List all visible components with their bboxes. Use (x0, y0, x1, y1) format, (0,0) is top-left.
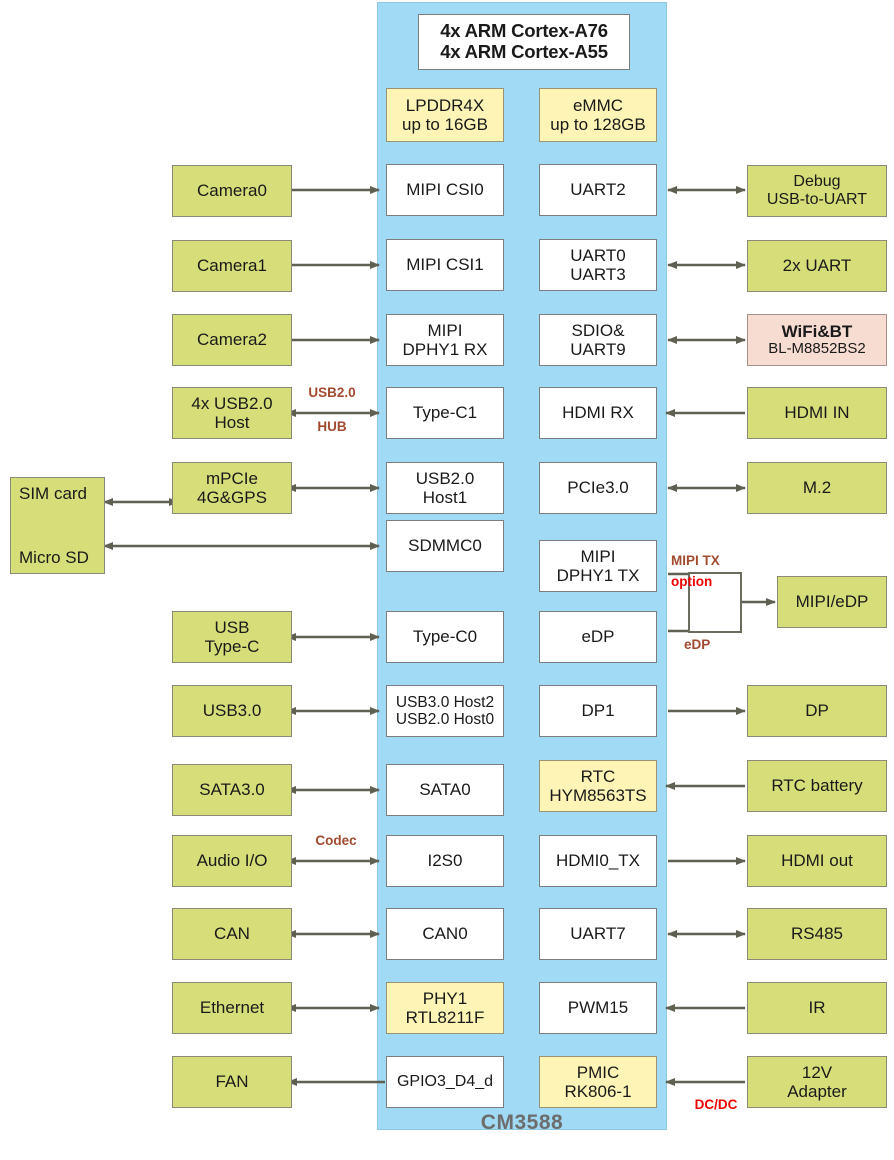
peripheral-audio-io: Audio I/O (172, 835, 292, 887)
peripheral-usb-type-c: USB Type-C (172, 611, 292, 663)
peripheral-4x-usb20-host: 4x USB2.0 Host (172, 387, 292, 439)
soc-if-hdmi0-tx: HDMI0_TX (539, 835, 657, 887)
soc-if-uart0-uart3: UART0 UART3 (539, 239, 657, 291)
peripheral-hdmi-out: HDMI out (747, 835, 887, 887)
soc-if-uart7: UART7 (539, 908, 657, 960)
peripheral-wifi-bt-part: BL-M8852BS2 (768, 340, 866, 358)
soc-if-dp1: DP1 (539, 685, 657, 737)
peripheral-rs485: RS485 (747, 908, 887, 960)
peripheral-sata30: SATA3.0 (172, 764, 292, 816)
peripheral-hdmi-in: HDMI IN (747, 387, 887, 439)
peripheral-sim-card-label: SIM card (19, 484, 88, 503)
soc-if-gpio3-d4-d: GPIO3_D4_d (386, 1056, 504, 1108)
soc-if-type-c0: Type-C0 (386, 611, 504, 663)
soc-if-pmic-rk806-1: PMIC RK806-1 (539, 1056, 657, 1108)
peripheral-mipi-edp: MIPI/eDP (777, 576, 887, 628)
soc-cpu-block: 4x ARM Cortex-A76 4x ARM Cortex-A55 (418, 14, 630, 70)
peripheral-mpcie-4g-gps: mPCIe 4G&GPS (172, 462, 292, 514)
soc-if-rtc-hym8563ts: RTC HYM8563TS (539, 760, 657, 812)
soc-if-mipi-dphy1-tx: MIPI DPHY1 TX (539, 540, 657, 592)
soc-memory-lpddr4x: LPDDR4X up to 16GB (386, 88, 504, 142)
soc-if-sdmmc0: SDMMC0 (386, 520, 504, 572)
peripheral-sim-microsd: SIM card Micro SD (10, 477, 105, 574)
annotation-option: option (671, 574, 713, 589)
annotation-mipi-tx: MIPI TX (671, 553, 720, 568)
soc-if-edp: eDP (539, 611, 657, 663)
peripheral-usb30: USB3.0 (172, 685, 292, 737)
peripheral-ethernet: Ethernet (172, 982, 292, 1034)
peripheral-rtc-battery: RTC battery (747, 760, 887, 812)
soc-title-cm3588: CM3588 (480, 1111, 564, 1134)
soc-if-usb30-host2: USB3.0 Host2 USB2.0 Host0 (386, 685, 504, 737)
soc-if-pwm15: PWM15 (539, 982, 657, 1034)
peripheral-fan: FAN (172, 1056, 292, 1108)
soc-if-hdmi-rx: HDMI RX (539, 387, 657, 439)
peripheral-m2: M.2 (747, 462, 887, 514)
peripheral-wifi-bt-title: WiFi&BT (781, 322, 853, 342)
peripheral-ir: IR (747, 982, 887, 1034)
peripheral-can: CAN (172, 908, 292, 960)
annotation-hub: HUB (317, 419, 347, 434)
peripheral-micro-sd-label: Micro SD (19, 547, 89, 567)
peripheral-camera2: Camera2 (172, 314, 292, 366)
annotation-dc-dc: DC/DC (694, 1097, 738, 1112)
annotation-codec: Codec (315, 833, 357, 848)
peripheral-debug-usb-to-uart: Debug USB-to-UART (747, 165, 887, 217)
mipi-edp-option-box (688, 572, 742, 633)
soc-if-can0: CAN0 (386, 908, 504, 960)
soc-if-type-c1: Type-C1 (386, 387, 504, 439)
soc-if-pcie30: PCIe3.0 (539, 462, 657, 514)
soc-if-phy1-rtl8211f: PHY1 RTL8211F (386, 982, 504, 1034)
soc-if-mipi-csi1: MIPI CSI1 (386, 239, 504, 291)
soc-if-i2s0: I2S0 (386, 835, 504, 887)
soc-if-mipi-csi0: MIPI CSI0 (386, 164, 504, 216)
soc-if-usb20-host1: USB2.0 Host1 (386, 462, 504, 514)
soc-if-uart2: UART2 (539, 164, 657, 216)
annotation-edp: eDP (684, 637, 711, 652)
peripheral-12v-adapter: 12V Adapter (747, 1056, 887, 1108)
soc-if-mipi-dphy1-rx: MIPI DPHY1 RX (386, 314, 504, 366)
soc-if-sata0: SATA0 (386, 764, 504, 816)
soc-memory-emmc: eMMC up to 128GB (539, 88, 657, 142)
peripheral-dp: DP (747, 685, 887, 737)
peripheral-camera0: Camera0 (172, 165, 292, 217)
peripheral-camera1: Camera1 (172, 240, 292, 292)
annotation-usb20: USB2.0 (308, 385, 356, 400)
peripheral-wifi-bt: WiFi&BT BL-M8852BS2 (747, 314, 887, 366)
peripheral-2x-uart: 2x UART (747, 240, 887, 292)
soc-if-sdio-uart9: SDIO& UART9 (539, 314, 657, 366)
